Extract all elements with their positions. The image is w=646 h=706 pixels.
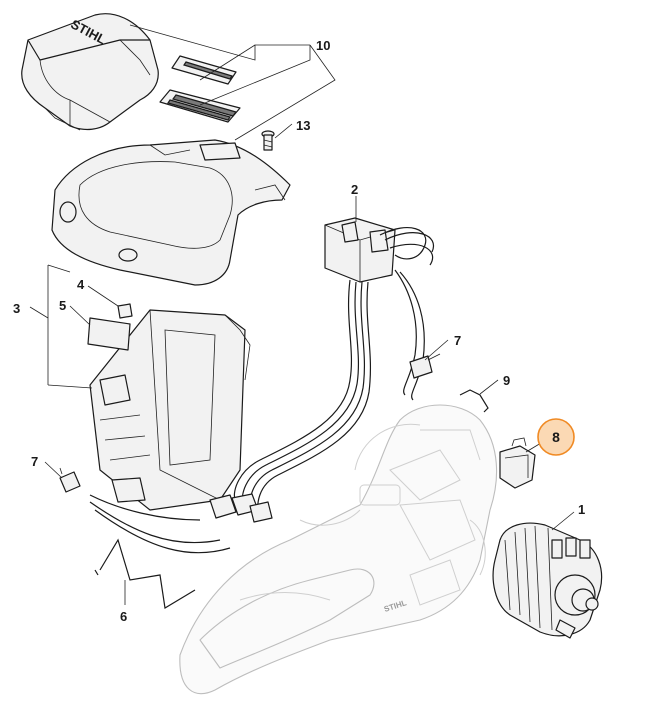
highlight-callout-8[interactable]: 8 — [537, 418, 575, 456]
spring-9 — [459, 389, 489, 413]
label-8[interactable]: 8 — [552, 429, 560, 445]
micro-switch-left — [59, 467, 81, 493]
label-2: 2 — [351, 182, 358, 197]
switch-harness — [89, 217, 435, 554]
motor-1 — [492, 522, 603, 639]
label-5: 5 — [59, 298, 66, 313]
label-13: 13 — [296, 118, 310, 133]
wire-bail-6 — [94, 538, 196, 609]
top-cover: STIHL — [21, 13, 159, 131]
micro-switch-right — [409, 353, 441, 379]
decals — [159, 55, 241, 123]
label-6: 6 — [120, 609, 127, 624]
label-7-left: 7 — [31, 454, 38, 469]
label-1: 1 — [578, 502, 585, 517]
label-7-right: 7 — [454, 333, 461, 348]
label-10: 10 — [316, 38, 330, 53]
handle-shell — [51, 139, 291, 286]
screw-13 — [261, 130, 275, 151]
bracket-8 — [499, 437, 536, 489]
label-4: 4 — [77, 277, 85, 292]
part-labels: 10 13 2 3 4 5 7 9 7 6 1 — [13, 38, 585, 624]
callout-circle[interactable] — [537, 418, 575, 456]
switch-box — [89, 309, 251, 511]
switch-small-parts — [87, 303, 133, 351]
leader-lines — [29, 24, 575, 605]
label-3: 3 — [13, 301, 20, 316]
label-9: 9 — [503, 373, 510, 388]
ghost-housing: STIHL — [179, 404, 498, 695]
